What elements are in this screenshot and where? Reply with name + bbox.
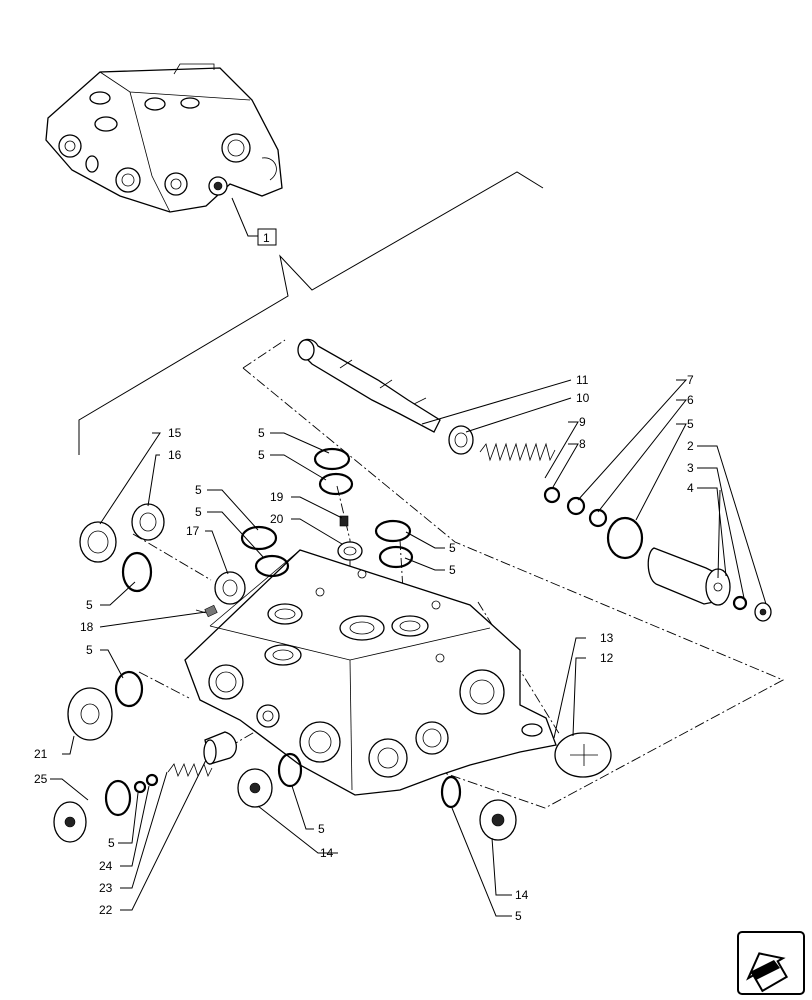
spool-cap	[448, 425, 474, 455]
callout-5-h: 5	[86, 598, 93, 612]
spool	[297, 338, 441, 433]
o-ring-left	[121, 551, 153, 593]
washer-24	[133, 780, 147, 794]
callout-16: 16	[168, 448, 182, 462]
washer-24b	[145, 773, 159, 787]
o-ring-top-left-1	[240, 525, 278, 551]
previous-page-arrow-icon[interactable]	[737, 931, 805, 995]
callout-9: 9	[579, 415, 586, 429]
callout-23: 23	[99, 881, 113, 895]
plug-14-right	[479, 799, 517, 841]
o-ring-top-right-2	[378, 545, 414, 569]
callout-5-g: 5	[449, 563, 456, 577]
callout-5-c: 5	[258, 448, 265, 462]
plug-25	[53, 801, 87, 843]
washer-6	[588, 508, 608, 528]
o-ring-bottom-center	[277, 752, 303, 788]
callout-10: 10	[576, 391, 590, 405]
callout-19: 19	[270, 490, 284, 504]
o-ring-right	[440, 775, 462, 809]
callout-21: 21	[34, 747, 48, 761]
o-ring-top-2	[318, 472, 354, 496]
valve-assembly-thumbnail	[45, 63, 283, 213]
plug-14-left	[237, 768, 273, 808]
callout-box-1	[257, 228, 277, 246]
callout-5-a: 5	[687, 417, 694, 431]
callout-17: 17	[186, 524, 200, 538]
callout-5-i: 5	[86, 643, 93, 657]
callout-5-d: 5	[195, 483, 202, 497]
plug-12	[554, 732, 612, 778]
plug-21	[67, 687, 113, 741]
callout-4: 4	[687, 481, 694, 495]
callout-1: 1	[263, 231, 270, 245]
callout-20: 20	[270, 512, 284, 526]
plug-2	[754, 602, 772, 622]
callout-8: 8	[579, 437, 586, 451]
washer-7	[566, 496, 586, 516]
callout-24: 24	[99, 859, 113, 873]
washer-3	[732, 595, 748, 611]
callout-5-j: 5	[108, 836, 115, 850]
o-ring-21	[114, 670, 144, 708]
callout-25: 25	[34, 772, 48, 786]
sleeve-22	[203, 731, 237, 765]
callout-12: 12	[600, 651, 614, 665]
spring	[479, 442, 556, 462]
callout-18: 18	[80, 620, 94, 634]
plug-17	[214, 571, 246, 605]
callout-11: 11	[576, 373, 589, 387]
o-ring-top-left-2	[254, 554, 290, 578]
check-ball-19	[339, 515, 349, 527]
callout-22: 22	[99, 903, 113, 917]
spring-23	[167, 762, 213, 778]
callout-7: 7	[687, 373, 694, 387]
o-ring-top-1	[313, 447, 351, 471]
plug-16	[131, 503, 165, 541]
callout-3: 3	[687, 461, 694, 475]
leader-lines	[50, 379, 767, 917]
o-ring-bottom-left	[104, 779, 132, 817]
callout-13: 13	[600, 631, 614, 645]
callout-14-b: 14	[515, 888, 529, 902]
o-ring-top-right-1	[374, 519, 412, 543]
seat-20	[337, 541, 363, 561]
valve-body	[184, 549, 557, 796]
callout-5-k: 5	[318, 822, 325, 836]
washer-8	[543, 486, 561, 504]
callout-6: 6	[687, 393, 694, 407]
callout-15: 15	[168, 426, 182, 440]
pin-18	[204, 604, 218, 618]
callout-14-a: 14	[320, 846, 334, 860]
o-ring-5	[606, 516, 644, 560]
callout-2: 2	[687, 439, 694, 453]
callout-5-l: 5	[515, 909, 522, 923]
plug-15	[79, 521, 117, 563]
callout-5-f: 5	[449, 541, 456, 555]
callout-5-e: 5	[195, 505, 202, 519]
callout-5-b: 5	[258, 426, 265, 440]
